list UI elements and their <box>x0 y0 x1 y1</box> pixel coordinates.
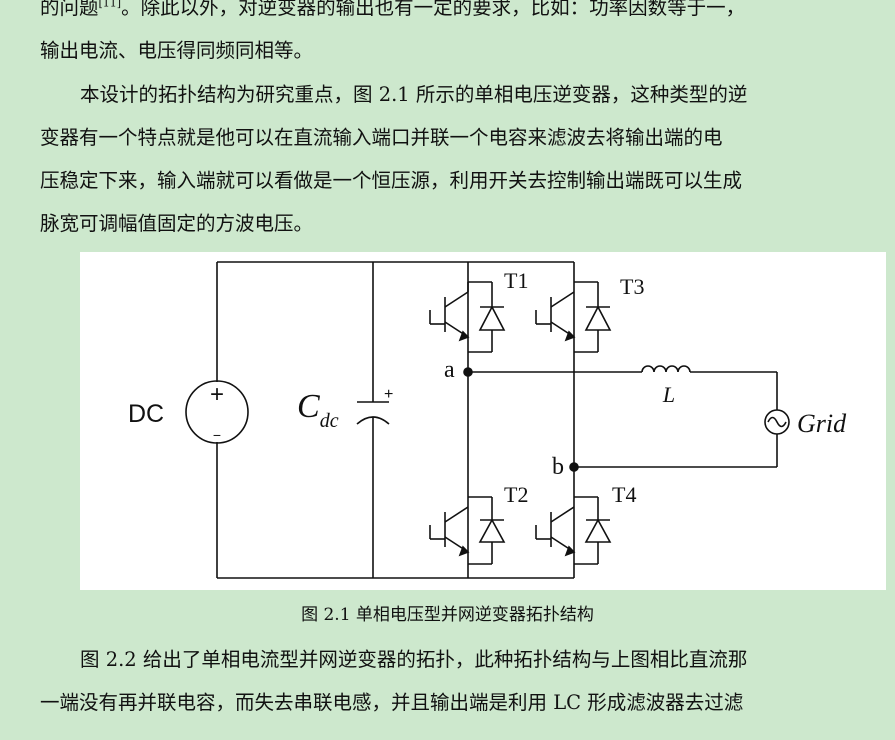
dc-plus-sign: + <box>210 381 224 408</box>
label-t1: T1 <box>504 268 528 293</box>
switch-t4 <box>535 496 612 565</box>
paragraph-1-line-2: 输出电流、电压得同频同相等。 <box>40 39 314 62</box>
paragraph-2-line-2: 变器有一个特点就是他可以在直流输入端口并联一个电容来滤波去将输出端的电 <box>40 126 723 149</box>
grid-label: Grid <box>797 409 847 438</box>
switch-t2 <box>429 496 506 565</box>
inductor-l <box>641 365 691 373</box>
node-b-label: b <box>552 454 564 480</box>
grid-sine <box>767 416 787 428</box>
label-t2: T2 <box>504 482 528 507</box>
node-a-label: a <box>444 357 455 383</box>
paragraph-2-line-1: 本设计的拓扑结构为研究重点，图 2.1 所示的单相电压逆变器，这种类型的逆 <box>80 83 748 106</box>
dc-minus-sign: − <box>213 427 221 443</box>
dc-source-symbol <box>185 380 249 444</box>
label-t4: T4 <box>612 482 636 507</box>
paragraph-3-line-1: 图 2.2 给出了单相电流型并网逆变器的拓扑，此种拓扑结构与上图相比直流那 <box>80 648 748 671</box>
circuit-figure: + − DC + Cdc <box>80 252 886 590</box>
inductor-label: L <box>662 382 675 407</box>
paragraph-3-line-2: 一端没有再并联电容，而失去串联电感，并且输出端是利用 LC 形成滤波器去过滤 <box>40 691 744 714</box>
capacitor-label: Cdc <box>297 388 339 432</box>
dc-label: DC <box>128 400 164 428</box>
switch-t1 <box>429 281 506 353</box>
paragraph-1: 的问题[11]。除此以外，对逆变器的输出也有一定的要求，比如：功率因数等于一， … <box>40 0 840 72</box>
citation: [11] <box>98 0 122 10</box>
figure-caption: 图 2.1 单相电压型并网逆变器拓扑结构 <box>301 605 594 625</box>
paragraph-1-line-1: 的问题[11]。除此以外，对逆变器的输出也有一定的要求，比如：功率因数等于一， <box>40 0 840 29</box>
paragraph-2: 本设计的拓扑结构为研究重点，图 2.1 所示的单相电压逆变器，这种类型的逆 变器… <box>40 73 840 245</box>
switch-t3 <box>535 281 612 353</box>
circuit-diagram: + − DC + Cdc <box>128 261 847 579</box>
paragraph-3: 图 2.2 给出了单相电流型并网逆变器的拓扑，此种拓扑结构与上图相比直流那 一端… <box>40 638 840 724</box>
paragraph-2-line-3: 压稳定下来，输入端就可以看做是一个恒压源，利用开关去控制输出端既可以生成 <box>40 169 743 192</box>
label-t3: T3 <box>620 274 644 299</box>
cap-plus-sign: + <box>384 386 393 403</box>
paragraph-2-line-4: 脉宽可调幅值固定的方波电压。 <box>40 212 314 235</box>
